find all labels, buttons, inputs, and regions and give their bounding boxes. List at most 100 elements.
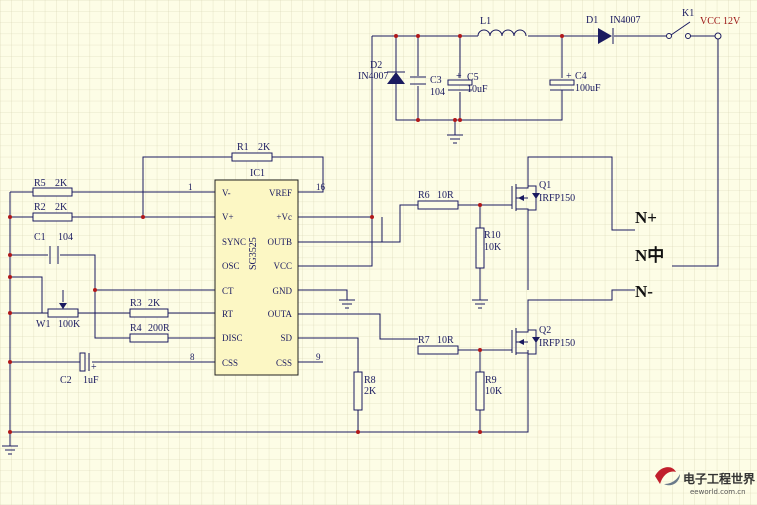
pin-8-number: 8 [190,352,195,362]
svg-text:W1: W1 [36,319,50,330]
svg-text:10R: 10R [437,335,454,346]
svg-text:K1: K1 [682,8,694,19]
resistor-r8: R8 2K [353,371,377,411]
svg-text:2K: 2K [55,202,68,213]
svg-text:200R: 200R [148,323,170,334]
watermark-cn: 电子工程世界 [683,471,755,486]
resistor-r2: R2 2K [32,202,73,222]
watermark-en: eeworld.com.cn [690,488,746,496]
capacitor-c2: + C2 1uF [60,352,99,386]
svg-text:2K: 2K [148,298,161,309]
wires [9,35,719,446]
svg-text:R4: R4 [130,323,142,334]
pin-label-css-right: CSS [276,358,292,368]
ic1-sg3525: IC1 SG3525 1 16 8 9 V- V+ SYNC OSC CT RT… [188,168,326,376]
pin-label-disc: DISC [222,333,243,343]
pin-label-outb: OUTB [268,237,293,247]
svg-text:2K: 2K [55,178,68,189]
svg-text:C3: C3 [430,75,442,86]
svg-text:C5: C5 [467,72,479,83]
svg-text:R3: R3 [130,298,142,309]
svg-text:VCC 12V: VCC 12V [700,16,741,27]
output-n-plus: N+ [635,208,657,227]
svg-text:R5: R5 [34,178,46,189]
ic1-ref: IC1 [250,168,265,179]
resistor-r3: R3 2K [129,298,169,318]
svg-text:10R: 10R [437,190,454,201]
ic1-part: SG3525 [248,237,259,270]
svg-text:104: 104 [430,87,445,98]
svg-text:R8: R8 [364,375,376,386]
capacitor-c5: + C5 10uF [447,71,488,95]
potentiometer-w1: W1 100K [36,303,81,330]
c5-plus: + [456,71,462,82]
svg-text:R7: R7 [418,335,430,346]
pin-16-number: 16 [316,182,326,192]
pin-label-gnd: GND [273,286,293,296]
svg-text:IRFP150: IRFP150 [539,193,575,204]
vcc-supply: VCC 12V [700,16,741,40]
pin-label-css-left: CSS [222,358,238,368]
svg-text:IN4007: IN4007 [358,71,389,82]
pin-label-rt: RT [222,309,233,319]
mosfet-q2: Q2 IRFP150 [508,325,575,355]
c2-plus: + [91,362,97,373]
ic1-right-pin-labels: VREF +Vc OUTB VCC GND OUTA SD CSS [268,188,293,368]
pin-label-vref: VREF [269,188,292,198]
pin-label-plus-vc: +Vc [276,212,292,222]
output-n-minus: N- [635,282,653,301]
capacitor-c1: C1 104 [34,232,73,264]
resistor-r9: R9 10K [475,371,503,411]
diode-d1: D1 IN4007 [586,15,641,44]
pin-label-osc: OSC [222,261,240,271]
c4-plus: + [566,71,572,82]
svg-text:R6: R6 [418,190,430,201]
svg-text:IN4007: IN4007 [610,15,641,26]
diode-d2: D2 IN4007 [358,60,405,84]
switch-k1: K1 [666,8,694,39]
svg-text:2K: 2K [258,142,271,153]
svg-text:R1: R1 [237,142,249,153]
pin-label-outa: OUTA [268,309,293,319]
ic1-left-pin-labels: V- V+ SYNC OSC CT RT DISC CSS [222,188,246,368]
resistor-r5: R5 2K [32,178,73,197]
resistor-r7: R7 10R [417,335,459,355]
pin-1-number: 1 [188,182,193,192]
pin-label-sd: SD [280,333,292,343]
pin-9-number: 9 [316,352,321,362]
resistor-r1: R1 2K [231,142,273,162]
mosfet-q1: Q1 IRFP150 [508,180,575,215]
resistor-r6: R6 10R [417,190,459,210]
pin-label-sync: SYNC [222,237,246,247]
svg-text:100uF: 100uF [575,83,601,94]
junction-dots [8,34,564,434]
svg-text:R10: R10 [484,230,501,241]
svg-text:D2: D2 [370,60,382,71]
svg-text:Q2: Q2 [539,325,551,336]
svg-text:C4: C4 [575,71,587,82]
resistor-r10: R10 10K [475,227,502,269]
svg-text:100K: 100K [58,319,81,330]
pin-label-ct: CT [222,286,234,296]
eeworld-watermark: 电子工程世界 eeworld.com.cn [655,467,755,496]
pin-label-vcc: VCC [273,261,292,271]
svg-text:L1: L1 [480,16,491,27]
svg-text:R2: R2 [34,202,46,213]
svg-text:10uF: 10uF [467,84,488,95]
svg-text:IRFP150: IRFP150 [539,338,575,349]
svg-text:C2: C2 [60,375,72,386]
svg-text:1uF: 1uF [83,375,99,386]
svg-text:D1: D1 [586,15,598,26]
inductor-l1: L1 [477,16,527,37]
svg-text:Q1: Q1 [539,180,551,191]
svg-text:C1: C1 [34,232,46,243]
svg-text:R9: R9 [485,375,497,386]
svg-text:104: 104 [58,232,73,243]
pin-label-v-minus: V- [222,188,231,198]
capacitor-c4: + C4 100uF [549,71,601,94]
output-n-mid: N中 [635,245,664,265]
svg-text:10K: 10K [485,386,503,397]
capacitor-c3: C3 104 [410,75,445,98]
